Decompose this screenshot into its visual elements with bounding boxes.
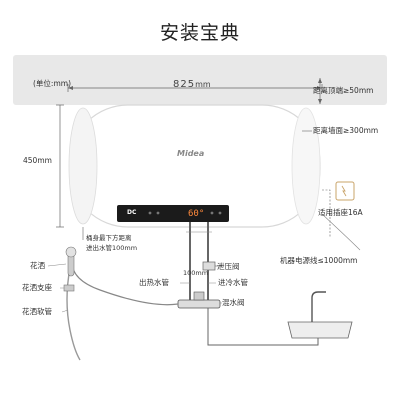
mixing-valve-label: 混水阀 [222, 298, 245, 307]
height-dimension-label: 450mm [23, 156, 52, 165]
display-temperature: 60° [188, 209, 205, 219]
pipe-gap-label: 100mm [183, 269, 209, 277]
page-title: 安装宝典 [159, 22, 240, 44]
tank-right-cap [291, 107, 321, 225]
leader-shower-head [47, 263, 67, 267]
leader-shower-hose [61, 309, 69, 313]
socket-label: 适用插座16A [318, 208, 363, 217]
tank-left-cap [68, 107, 98, 225]
faucet-icon [311, 291, 326, 322]
display-icon-dot [210, 211, 214, 215]
width-value: 825 [173, 79, 196, 90]
width-dimension-label: 825mm [173, 79, 211, 90]
pressure-valve-label: 泄压阀 [217, 262, 240, 271]
arrow-up-icon [318, 78, 322, 83]
unit-label: (单位:mm) [33, 79, 71, 88]
mixing-valve-knob [193, 291, 205, 301]
arrow-right-icon [317, 86, 322, 90]
shower-head-nozzle-icon [65, 246, 77, 258]
wall-background [13, 55, 387, 105]
plug-icon [341, 185, 347, 197]
power-cord [322, 189, 331, 238]
cold-inlet-label: 进冷水管 [218, 278, 248, 287]
display-icon-dot [148, 211, 152, 215]
shower-bracket-label: 花洒支座 [22, 283, 52, 292]
brand-logo: Midea [177, 149, 205, 158]
bottom-distance-label-1: 桶身最下方距离 [86, 234, 132, 242]
power-cord-label: 机器电源线≤1000mm [280, 256, 358, 265]
shower-bracket-icon [63, 284, 75, 292]
shower-head-label: 花洒 [30, 261, 45, 270]
shower-hose-label: 花洒软管 [22, 307, 52, 316]
bottom-distance-label-2: 进出水管100mm [86, 244, 138, 252]
side-clearance-label: 距离墙面≥300mm [313, 126, 379, 135]
display-icon-dot [156, 211, 160, 215]
control-display-panel [117, 205, 229, 222]
power-cord-curve [321, 213, 361, 251]
width-unit: mm [195, 80, 211, 89]
shower-hose [71, 261, 179, 306]
sink-basin [287, 321, 353, 339]
display-badge: DC [127, 209, 137, 216]
shower-hose-lower [66, 267, 81, 361]
mixing-valve [177, 299, 221, 309]
hot-outlet-label: 出热水管 [139, 278, 169, 287]
top-clearance-label: 距离顶端≥50mm [313, 86, 374, 95]
arrow-left-icon [68, 86, 73, 90]
arrow-down-icon [318, 99, 322, 104]
display-icon-dot [218, 211, 222, 215]
